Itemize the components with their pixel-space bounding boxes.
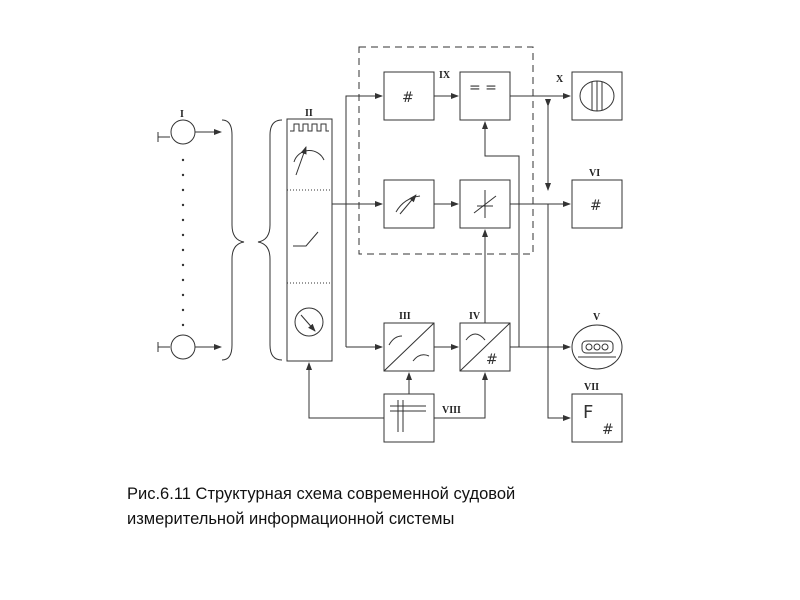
sensor-dots [181,158,185,327]
vi-hash-icon: # [590,198,602,214]
block-digital-out [459,71,511,121]
adc-icon [383,322,435,372]
caption-line-2: измерительной информационной системы [127,510,455,528]
block-VI [571,179,623,229]
block-V [571,324,623,370]
dac-icon [459,322,511,372]
pulse-wave-icon [290,123,329,132]
sensor-top [157,119,222,145]
converter-curve-icon [473,190,497,218]
dashed-group-IX [358,46,534,255]
block-VII [571,393,623,443]
f-letter-icon: F [583,402,593,423]
label-IV: IV [469,311,481,322]
label-III: III [399,311,411,322]
label-VIII: VIII [442,405,461,416]
figure-caption: Рис.6.11 Структурная схема современной с… [127,482,687,532]
dial-icon [294,307,324,337]
instrument-column [286,118,333,362]
scale-pointer-icon [395,194,421,215]
caption-line-1: Рис.6.11 Структурная схема современной с… [127,485,516,503]
label-V: V [593,312,601,323]
recorder-icon [578,340,616,358]
label-VII: VII [584,382,599,393]
label-X: X [556,74,564,85]
grid-icon [390,400,426,432]
label-II: II [305,108,313,119]
brace-left [221,119,245,361]
block-digital [383,71,435,121]
gauge-icon [293,146,325,176]
connections [306,93,571,421]
digital-hash-icon: # [402,90,414,106]
iv-hash-icon: # [486,352,498,368]
label-VI: VI [589,168,600,179]
brace-right [257,119,283,361]
vii-hash-icon: # [602,422,614,438]
equals-icon: = = [469,80,497,96]
label-I: I [180,109,184,120]
label-IX: IX [439,70,451,81]
display-screen-icon [579,80,615,112]
sensor-bottom [157,334,222,360]
step-curve-icon [293,231,319,247]
block-VIII [383,393,435,443]
